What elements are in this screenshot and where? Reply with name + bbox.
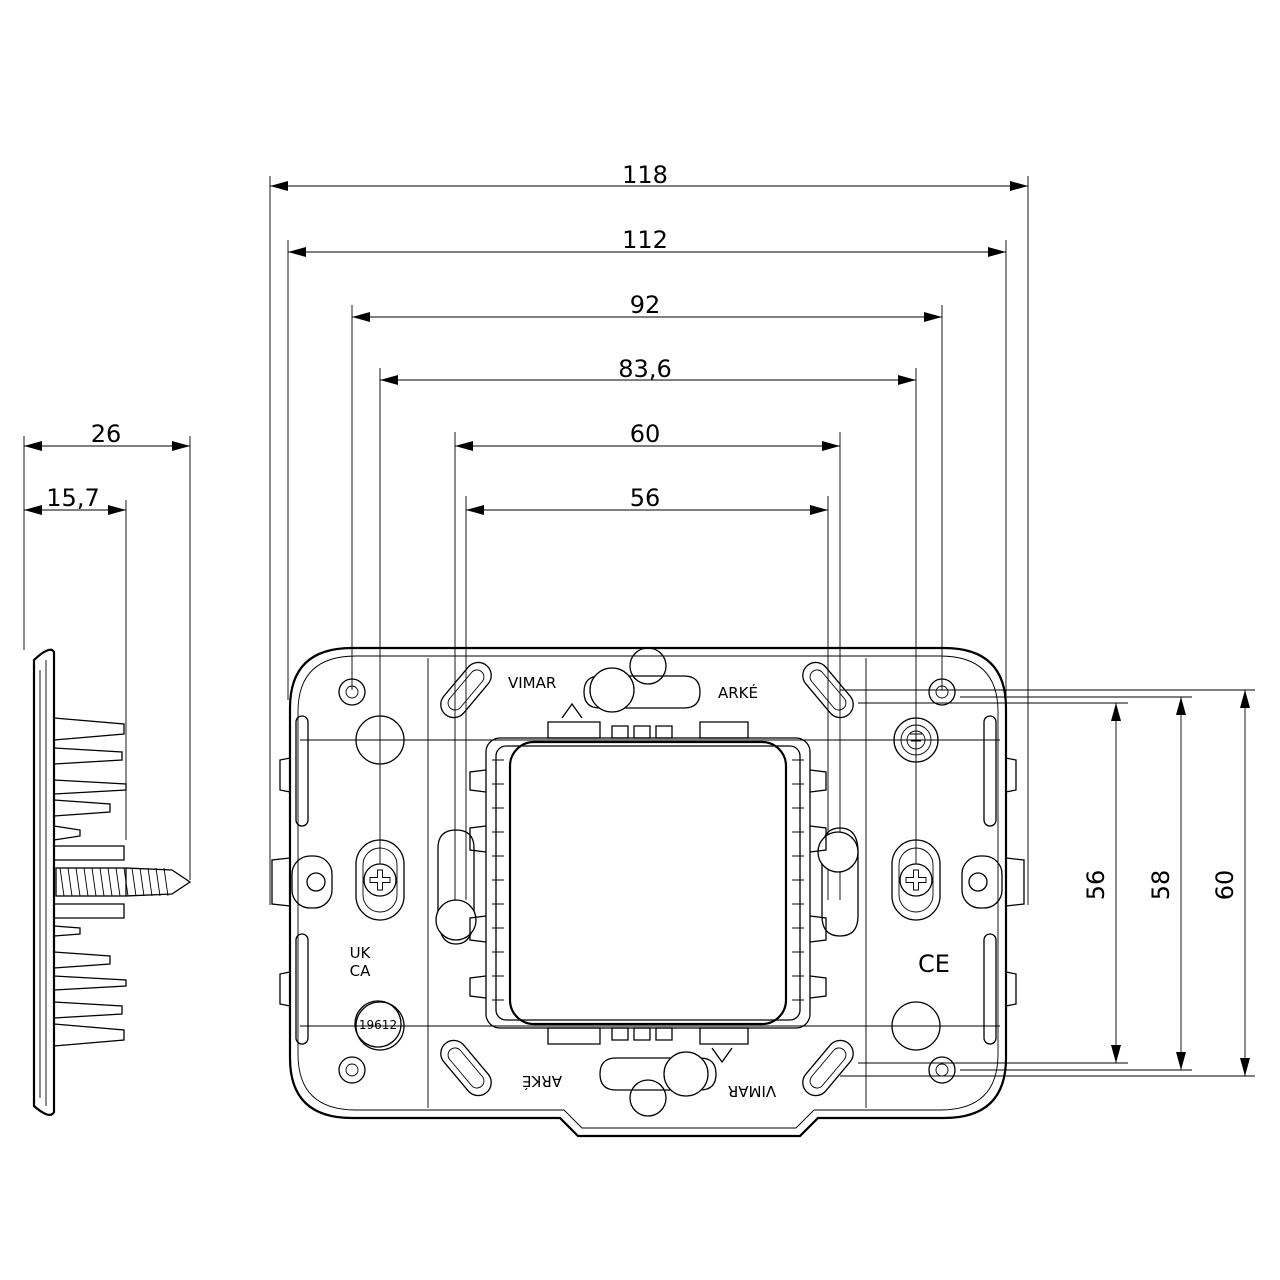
ukca-mark-top: UK xyxy=(350,944,372,962)
dim-label-26: 26 xyxy=(91,420,122,448)
brand-top-label: VIMAR xyxy=(508,674,556,692)
frame-markings: VIMAR ARKÉ VIMAR ARKÉ UK CA CE 19612 xyxy=(350,674,950,1100)
dim-label-118: 118 xyxy=(622,161,668,189)
depth-dimensions: 26 15,7 xyxy=(23,420,191,880)
dim-label-15-7: 15,7 xyxy=(46,484,99,512)
height-dimensions: 56 58 60 xyxy=(840,689,1255,1077)
brand-bottom-label: VIMAR xyxy=(728,1082,776,1100)
side-view xyxy=(32,648,192,1116)
series-top-label: ARKÉ xyxy=(718,683,758,702)
frame-front-view xyxy=(271,646,1025,1138)
dim-label-60-height: 60 xyxy=(1211,870,1239,901)
dim-label-92: 92 xyxy=(630,291,661,319)
dim-label-58-height: 58 xyxy=(1147,870,1175,901)
part-number-label: 19612 xyxy=(359,1018,397,1032)
frame-outline xyxy=(288,646,1008,1138)
width-dimensions: 118 112 92 83,6 60 56 xyxy=(269,161,1029,905)
series-bottom-label: ARKÉ xyxy=(522,1072,562,1091)
ce-mark: CE xyxy=(918,950,950,978)
dim-label-60-width: 60 xyxy=(630,420,661,448)
dim-label-56-height: 56 xyxy=(1082,870,1110,901)
dim-label-56-width: 56 xyxy=(630,484,661,512)
dim-label-83-6: 83,6 xyxy=(618,355,671,383)
dim-label-112: 112 xyxy=(622,226,668,254)
ukca-mark-bottom: CA xyxy=(350,962,371,980)
